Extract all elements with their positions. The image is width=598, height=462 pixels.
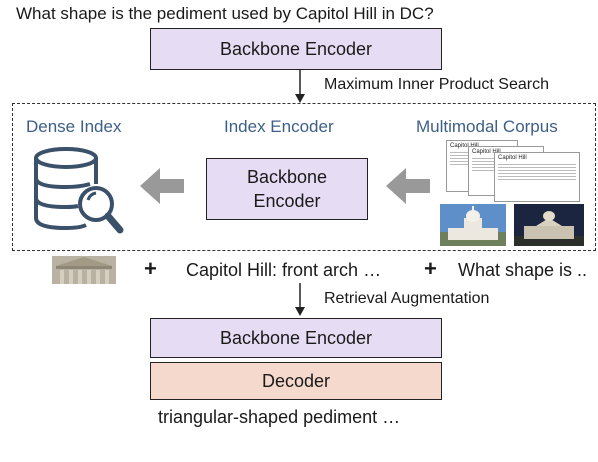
database-search-icon: [34, 147, 124, 234]
plus-sign: +: [144, 256, 157, 281]
capitol-photo-image: [440, 204, 506, 246]
down-arrow-icon: [295, 70, 305, 103]
left-arrow-icon: [140, 168, 184, 204]
document-title: Capitol Hill: [450, 143, 479, 149]
decoder-box: Decoder: [150, 362, 442, 400]
plus-sign: +: [424, 256, 437, 281]
question-snippet-text: What shape is ..: [458, 260, 588, 280]
document-title: Capitol Hill: [498, 155, 527, 161]
corpus-document-thumbnail: Capitol Hill: [494, 152, 580, 202]
bottom-backbone-encoder-label: Backbone Encoder: [219, 327, 373, 348]
dense-index-label: Dense Index: [26, 117, 122, 136]
retrieved-text: Capitol Hill: front arch …: [186, 260, 382, 280]
left-arrow-icon: [386, 168, 430, 204]
index-backbone-encoder: Backbone Encoder: [206, 158, 368, 220]
question-text: What shape is the pediment used by Capit…: [16, 4, 434, 23]
output-text: triangular-shaped pediment …: [158, 407, 401, 427]
top-backbone-encoder-label: Backbone Encoder: [219, 38, 373, 59]
down-arrow-icon: [295, 283, 305, 316]
top-backbone-encoder: Backbone Encoder: [150, 28, 442, 70]
bottom-backbone-encoder: Backbone Encoder: [150, 318, 442, 358]
multimodal-corpus-label: Multimodal Corpus: [416, 117, 558, 136]
retrieval-region: [12, 103, 596, 251]
index-encoder-label: Index Encoder: [224, 117, 334, 136]
decoder-label: Decoder: [261, 370, 331, 391]
pediment-photo-image: [52, 256, 116, 284]
document-title: Capitol Hill: [472, 149, 501, 155]
retrieval-augmentation-label: Retrieval Augmentation: [324, 290, 490, 307]
index-backbone-encoder-label: Backbone Encoder: [246, 167, 328, 211]
capitol-night-photo-image: [514, 204, 584, 246]
mips-label: Maximum Inner Product Search: [324, 76, 549, 93]
